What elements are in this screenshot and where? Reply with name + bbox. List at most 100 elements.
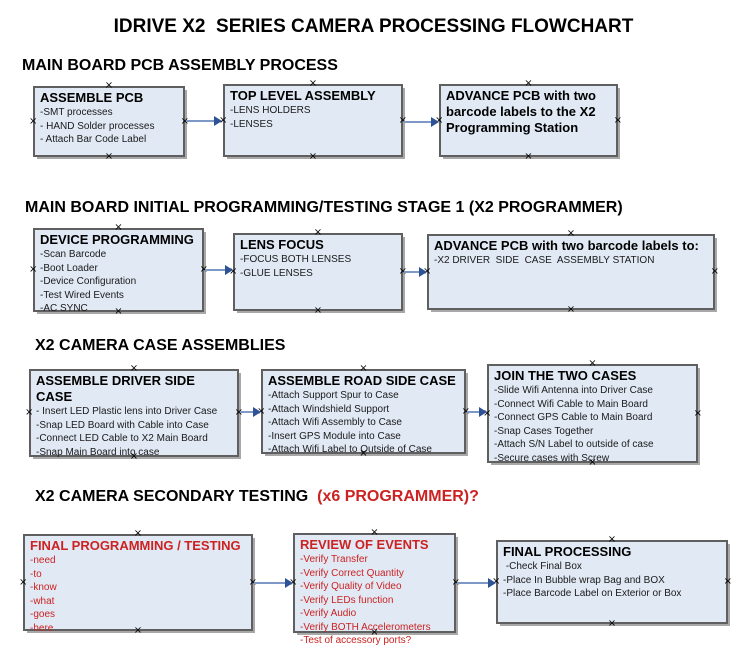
box-title: ADVANCE PCB with two barcode labels to:	[434, 238, 699, 253]
connector-arrow[interactable]	[186, 116, 222, 126]
box-item: -Attach Wifi Label to Outside of Case	[268, 444, 432, 455]
box-title: FINAL PROCESSING	[503, 544, 632, 559]
box-item: -Place In Bubble wrap Bag and BOX	[503, 574, 665, 586]
box-item: -GLUE LENSES	[240, 267, 313, 279]
section-heading-pcb-assembly: MAIN BOARD PCB ASSEMBLY PROCESS	[22, 57, 338, 74]
box-item: - Insert LED Plastic lens into Driver Ca…	[36, 406, 218, 417]
box-item: -Verify Audio	[300, 608, 357, 619]
flow-box-device-programming[interactable]: DEVICE PROGRAMMING -Scan Barcode-Boot Lo…	[33, 228, 204, 314]
section-heading-initial-programming: MAIN BOARD INITIAL PROGRAMMING/TESTING S…	[25, 199, 623, 216]
box-item: -Snap Cases Together	[494, 425, 594, 437]
connector-arrow[interactable]	[467, 407, 487, 417]
connector-arrow[interactable]	[404, 117, 439, 127]
box-item: -Verify Quality of Video	[300, 581, 402, 592]
connection-handle-icon[interactable]	[130, 452, 138, 462]
box-item: -Snap Main Board into case	[36, 446, 160, 458]
flow-box-assemble-road-side-case[interactable]: ASSEMBLE ROAD SIDE CASE -Attach Support …	[261, 369, 466, 455]
connector-arrow[interactable]	[254, 578, 293, 588]
arrow-head-icon	[285, 578, 293, 588]
flow-box-final-programming-testing[interactable]: FINAL PROGRAMMING / TESTING -need-to-kno…	[23, 534, 253, 634]
connector-arrow[interactable]	[457, 578, 496, 588]
connection-handle-icon[interactable]	[724, 577, 732, 587]
connection-handle-icon[interactable]	[524, 79, 532, 89]
box-item: -here	[30, 622, 54, 634]
box-title: TOP LEVEL ASSEMBLY	[230, 88, 376, 103]
box-item-list: -X2 DRIVER SIDE CASE ASSEMBLY STATION	[434, 254, 709, 268]
box-item-list: -need-to-know-what-goes-here	[30, 554, 247, 635]
connection-handle-icon[interactable]	[105, 81, 113, 91]
arrow-line	[404, 121, 433, 123]
box-item-list: -Check Final Box -Place In Bubble wrap Ba…	[503, 560, 722, 601]
box-title: FINAL PROGRAMMING / TESTING	[30, 538, 241, 553]
connector-arrow[interactable]	[404, 267, 427, 277]
heading-black-text: X2 CAMERA SECONDARY TESTING	[35, 488, 313, 505]
connection-handle-icon[interactable]	[524, 152, 532, 162]
connection-handle-icon[interactable]	[694, 409, 702, 419]
connection-handle-icon[interactable]	[134, 529, 142, 539]
connection-handle-icon[interactable]	[25, 408, 33, 418]
connection-handle-icon[interactable]	[130, 364, 138, 374]
box-item: -Verify LEDs function	[300, 594, 394, 606]
flow-box-advance-pcb-programming-station[interactable]: ADVANCE PCB with two barcode labels to t…	[439, 84, 618, 157]
connection-handle-icon[interactable]	[29, 265, 37, 275]
box-item: -need	[30, 555, 56, 566]
box-item: -Test of accessory ports?	[300, 635, 412, 646]
page-title: IDRIVE X2 SERIES CAMERA PROCESSING FLOWC…	[113, 16, 634, 37]
connection-handle-icon[interactable]	[114, 307, 122, 317]
connection-handle-icon[interactable]	[359, 364, 367, 374]
connection-handle-icon[interactable]	[309, 152, 317, 162]
connection-handle-icon[interactable]	[370, 528, 378, 538]
flow-box-assemble-driver-side-case[interactable]: ASSEMBLE DRIVER SIDE CASE - Insert LED P…	[29, 369, 239, 459]
arrow-head-icon	[479, 407, 487, 417]
connection-handle-icon[interactable]	[567, 229, 575, 239]
connection-handle-icon[interactable]	[608, 619, 616, 629]
box-title: ASSEMBLE ROAD SIDE CASE	[268, 373, 456, 388]
arrow-line	[240, 411, 255, 413]
box-item: -SMT processes	[40, 107, 113, 118]
flow-box-top-level-assembly[interactable]: TOP LEVEL ASSEMBLY -LENS HOLDERS-LENSES	[223, 84, 403, 157]
box-item: -Boot Loader	[40, 262, 98, 274]
box-title: REVIEW OF EVENTS	[300, 537, 429, 552]
connection-handle-icon[interactable]	[614, 116, 622, 126]
box-title: ASSEMBLE PCB	[40, 90, 144, 105]
connection-handle-icon[interactable]	[19, 578, 27, 588]
box-item: -Connect GPS Cable to Main Board	[494, 412, 653, 423]
box-item: -Insert GPS Module into Case	[268, 430, 401, 442]
connection-handle-icon[interactable]	[309, 79, 317, 89]
box-item: - Attach Bar Code Label	[40, 134, 147, 145]
connection-handle-icon[interactable]	[114, 223, 122, 233]
connection-handle-icon[interactable]	[359, 449, 367, 459]
flow-box-join-the-two-cases[interactable]: JOIN THE TWO CASES -Slide Wifi Antenna i…	[487, 364, 698, 465]
connector-arrow[interactable]	[205, 265, 233, 275]
arrow-line	[404, 271, 421, 273]
connection-handle-icon[interactable]	[314, 306, 322, 316]
flow-box-advance-pcb-driver-side[interactable]: ADVANCE PCB with two barcode labels to: …	[427, 234, 715, 310]
arrow-head-icon	[488, 578, 496, 588]
connection-handle-icon[interactable]	[134, 626, 142, 636]
connection-handle-icon[interactable]	[370, 628, 378, 638]
flow-box-assemble-pcb[interactable]: ASSEMBLE PCB -SMT processes- HAND Solder…	[33, 86, 185, 157]
box-title: ASSEMBLE DRIVER SIDE CASE	[36, 373, 199, 404]
connection-handle-icon[interactable]	[105, 152, 113, 162]
box-item: -X2 DRIVER SIDE CASE ASSEMBLY STATION	[434, 255, 655, 266]
box-item: -Slide Wifi Antenna into Driver Case	[494, 385, 653, 396]
box-title: ADVANCE PCB with two barcode labels to t…	[446, 88, 600, 135]
box-item: -to	[30, 568, 42, 580]
connection-handle-icon[interactable]	[314, 228, 322, 238]
connection-handle-icon[interactable]	[567, 305, 575, 315]
connector-arrow[interactable]	[240, 407, 261, 417]
connection-handle-icon[interactable]	[608, 535, 616, 545]
box-item-list: - Insert LED Plastic lens into Driver Ca…	[36, 405, 233, 459]
flow-box-review-of-events[interactable]: REVIEW OF EVENTS -Verify Transfer-Verify…	[293, 533, 456, 646]
box-item: -Check Final Box	[503, 561, 582, 572]
flow-box-lens-focus[interactable]: LENS FOCUS -FOCUS BOTH LENSES-GLUE LENSE…	[233, 233, 403, 311]
box-title: LENS FOCUS	[240, 237, 324, 252]
connection-handle-icon[interactable]	[711, 267, 719, 277]
flow-box-final-processing[interactable]: FINAL PROCESSING -Check Final Box -Place …	[496, 540, 728, 624]
box-item-list: -Slide Wifi Antenna into Driver Case -Con…	[494, 384, 692, 465]
connection-handle-icon[interactable]	[588, 359, 596, 369]
connection-handle-icon[interactable]	[588, 458, 596, 468]
connection-handle-icon[interactable]	[29, 117, 37, 127]
arrow-line	[254, 582, 287, 584]
